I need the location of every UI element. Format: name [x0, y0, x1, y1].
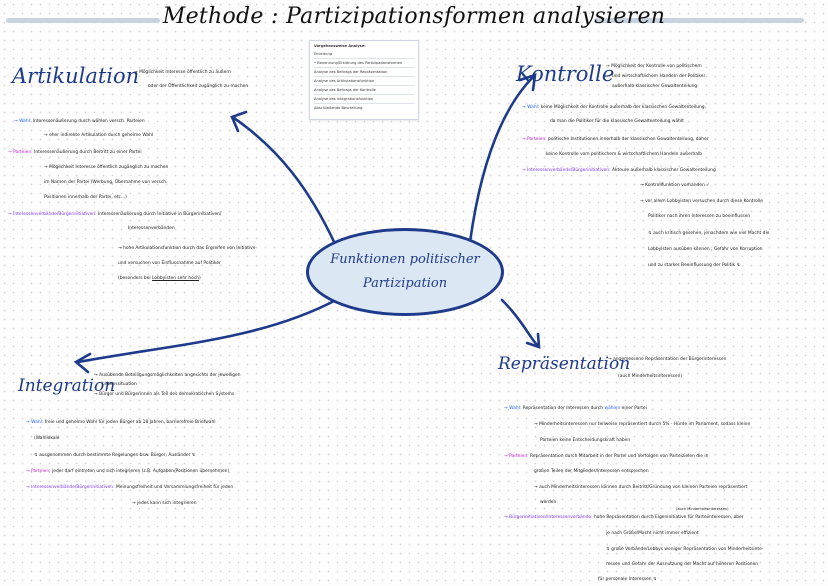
integration-wahl-2: (Wahllokale — [34, 436, 60, 441]
heading-kontrolle: Kontrolle — [516, 62, 615, 86]
page-title: Methode : Partizipationsformen analysier… — [162, 4, 666, 29]
artikulation-wahl: → Wahl: Interessenäußerung durch wählen … — [14, 119, 145, 124]
integration-wahl-sub: ↯ ausgenommen durch bestimmte Regelungen… — [34, 453, 196, 458]
repraesentation-definition-1: → angemessene Repräsentation der Bürgeri… — [608, 357, 727, 362]
integration-definition-1b: Lebenssituation — [102, 382, 137, 387]
repraesentation-definition-2: (auch Minderheitsinteressen) — [618, 374, 683, 379]
analysis-steps-heading: Vorgehensweise Analyse: — [314, 44, 366, 48]
artikulation-iv-2: Interessenverbänden — [128, 226, 175, 231]
analysis-step: Analyse des Integrationsfunktion — [314, 95, 414, 104]
artikulation-parteien-sub1: → Möglichkeit Interesse öffentlich zugän… — [44, 165, 169, 170]
analysis-step: Abschließende Beurteilung — [314, 106, 363, 110]
repraesentation-iv-2: je nach Größe/Macht nicht immer effizien… — [606, 531, 699, 536]
arrow-to-kontrolle — [468, 74, 536, 244]
analysis-step: Analyse des Beitrags der Repräsentation — [314, 68, 414, 77]
repraesentation-parteien-2: großen Teilen der Mitglieder/Interessen … — [534, 469, 649, 474]
artikulation-iv-sub2: und versuchen von Einflussnahme auf Poli… — [118, 261, 221, 266]
analysis-step: Analyse des Artikulationsfunktion — [314, 77, 414, 86]
repraesentation-wahl: → Wahl: Repräsentation der Interessen du… — [504, 406, 647, 411]
kontrolle-iv-sub2: → vor allem Lobbyisten versuchen durch d… — [640, 199, 764, 204]
repraesentation-wahl-sub1: → Minderheitsinteressen nur teilweise re… — [534, 422, 751, 427]
repraesentation-wahl-sub2: Parteien keine Entscheidungskraft haben — [540, 438, 631, 443]
artikulation-iv: → Interessenverbände/Bürgerinitiativen: … — [8, 212, 222, 217]
artikulation-parteien: → Parteien: Interessenäußerung durch Bei… — [8, 150, 142, 155]
heading-integration: Integration — [18, 376, 116, 396]
integration-iv-sub: → jedes kann sich integrieren — [132, 501, 197, 506]
analysis-step: Analyse des Beitrags der Kontrolle — [314, 86, 414, 95]
artikulation-parteien-sub3: Positionen innerhalb der Partei, etc...) — [44, 195, 127, 200]
kontrolle-iv-sub4: ↯ auch kritisch gesehen, jenachdem wie v… — [648, 231, 770, 236]
title-underline-left — [6, 18, 160, 23]
artikulation-iv-sub1: → hohe Artikulationsfunktion durch das E… — [118, 246, 256, 251]
kontrolle-iv: → Interessenverbände/Bürgerinitiativen: … — [522, 168, 716, 173]
kontrolle-definition-3: außerhalb klassischer Gewaltenteilung — [612, 84, 698, 89]
repraesentation-parteien-sub3: (auch Minderheitsinteressen) — [676, 507, 729, 511]
kontrolle-iv-sub3: Politiker nach ihren Interessen zu beein… — [648, 214, 751, 219]
analysis-step: Einleitung — [314, 50, 414, 59]
kontrolle-wahl-2: da man die Politiker für die klassische … — [550, 119, 684, 124]
analysis-steps-card: Vorgehensweise Analyse: Einleitung • Ben… — [309, 40, 419, 120]
repraesentation-parteien: → Parteien: Repräsentation durch Mitarbe… — [504, 454, 709, 459]
artikulation-parteien-sub2: im Namen der Partei (Werbung, Übernahme … — [44, 180, 168, 185]
center-topic-line2: Partizipation — [362, 276, 448, 291]
arrow-to-repraesentation — [500, 298, 540, 348]
kontrolle-wahl: → Wahl: keine Möglichkeit der Kontrolle … — [522, 105, 706, 110]
kontrolle-definition-2: und wirtschaftlichem Handeln der Politik… — [612, 74, 706, 79]
kontrolle-iv-sub1: → Kontrollfunktion vorhanden ✓ — [640, 183, 710, 188]
artikulation-definition-2: oder der Öffentlichkeit zugänglich zu ma… — [148, 84, 249, 89]
arrow-head-kontrolle — [518, 73, 537, 92]
arrow-to-artikulation — [232, 116, 338, 248]
heading-repraesentation: Repräsentation — [498, 354, 631, 374]
kontrolle-parteien: → Parteien: politische Institutionen inn… — [522, 137, 709, 142]
kontrolle-parteien-2: keine Kontrolle vom politischem & wirtsc… — [546, 152, 702, 157]
heading-artikulation: Artikulation — [12, 64, 140, 88]
repraesentation-parteien-sub1: → auch Minderheitsinteressen können durc… — [534, 485, 748, 490]
arrow-head-integration — [73, 352, 92, 374]
repraesentation-iv-sub2: ressen und Gefahr der Ausnutzung der Mac… — [606, 562, 759, 567]
arrow-head-repraesentation — [525, 332, 541, 349]
kontrolle-iv-sub6: und zu starker Beeinflussung der Politik… — [648, 263, 741, 268]
artikulation-wahl-sub: → eher indirekte Artikulation durch gehe… — [44, 133, 154, 138]
repraesentation-iv-sub3: für personale Interessen ↯ — [598, 577, 657, 582]
integration-definition-2: → Bürger und Bürgerinnen als Teil des de… — [94, 392, 235, 397]
repraesentation-parteien-sub2: werden — [540, 500, 557, 505]
repraesentation-iv: → Bürgerinitiativen/Interessenverbände: … — [504, 515, 744, 520]
center-topic: Funktionen politischer Partizipation — [306, 228, 504, 316]
integration-definition-1: → Ausübende Beteiligungsmöglichkeiten an… — [94, 373, 241, 378]
analysis-step: • Benennung/Erklärung des Partizipations… — [314, 59, 414, 68]
artikulation-iv-sub3: (besonders bei Lobbyisten sehr hoch) — [118, 276, 201, 281]
integration-iv: → Interessenverbände/Bürgerinitiativen: … — [26, 485, 234, 490]
title-underline-right — [594, 18, 804, 23]
center-topic-line1: Funktionen politischer — [330, 252, 480, 267]
artikulation-definition: → Möglichkeit Interesse öffentlich zu äu… — [134, 70, 231, 75]
integration-wahl: → Wahl: freie und geheime Wahl für jeden… — [26, 420, 216, 425]
arrow-head-artikulation — [230, 110, 248, 133]
kontrolle-iv-sub5: Lobbyisten ausüben können ; Gefahr von K… — [648, 247, 763, 252]
integration-parteien: → Parteien: jeder darf eintreten und sic… — [26, 469, 230, 474]
repraesentation-iv-sub1: ↯ große Verbände/Lobbys weniger Repräsen… — [606, 547, 764, 552]
arrow-to-integration — [76, 298, 338, 364]
kontrolle-definition-1: → Möglichkeit der Kontrolle von politisc… — [606, 64, 702, 69]
